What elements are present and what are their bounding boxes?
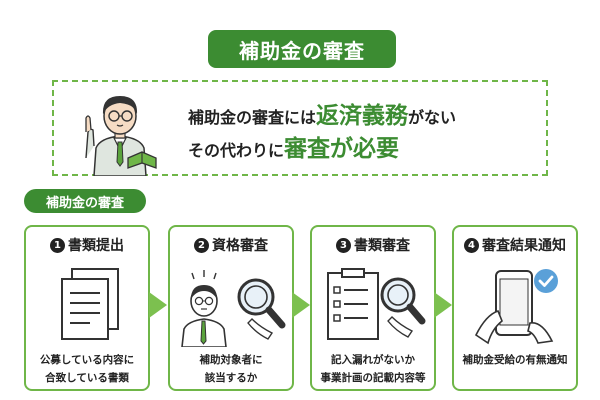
step-title-4: 4 審査結果通知	[454, 235, 576, 255]
step-title-3: 3 書類審査	[312, 235, 434, 255]
step-desc-1: 公募している内容に 合致している書類	[26, 351, 148, 387]
intro-line-2-pre: その代わりに	[188, 141, 285, 160]
intro-line-1-post: がない	[408, 108, 457, 127]
intro-highlight-review: 審査が必要	[284, 136, 400, 162]
intro-line-1-pre: 補助金の審査には	[188, 108, 317, 127]
step-desc-3: 記入漏れがないか 事業計画の記載内容等	[312, 351, 434, 387]
intro-line-1: 補助金の審査には 返済義務 がない	[188, 96, 538, 129]
step-desc-3-line-2: 事業計画の記載内容等	[320, 372, 426, 384]
step-desc-2-line-2: 該当するか	[204, 372, 258, 384]
step-title-text-1: 書類提出	[68, 238, 124, 254]
step-title-text-4: 審査結果通知	[482, 238, 566, 254]
smartphone-check-icon	[474, 269, 558, 345]
step-card-3: 3 書類審査 記入漏れがないか 事業計画の記載内容等	[310, 225, 436, 391]
arrow-right-icon	[434, 292, 452, 318]
step-card-4: 4 審査結果通知 補助金受給の有無通知	[452, 225, 578, 391]
step-title-text-3: 書類審査	[354, 238, 410, 254]
step-card-2: 2 資格審査 補助対象者に 該当するか	[168, 225, 294, 391]
step-number-1: 1	[50, 237, 65, 253]
intro-line-2: その代わりに 審査が必要	[188, 129, 538, 162]
intro-highlight-repayment: 返済義務	[316, 103, 409, 129]
step-desc-4-line-1: 補助金受給の有無通知	[462, 354, 568, 366]
reviewer-magnifier-icon	[181, 270, 286, 347]
step-desc-3-line-1: 記入漏れがないか	[331, 354, 415, 366]
step-title-text-2: 資格審査	[212, 238, 268, 254]
documents-icon	[61, 268, 119, 340]
page-title: 補助金の審査	[208, 30, 396, 68]
checklist-magnifier-icon	[327, 268, 426, 340]
intro-text: 補助金の審査には 返済義務 がない その代わりに 審査が必要	[188, 96, 538, 162]
step-number-2: 2	[194, 237, 209, 253]
step-desc-4: 補助金受給の有無通知	[454, 351, 576, 369]
teacher-icon	[85, 96, 157, 176]
step-desc-2: 補助対象者に 該当するか	[170, 351, 292, 387]
step-number-4: 4	[464, 237, 479, 253]
step-number-3: 3	[336, 237, 351, 253]
step-card-1: 1 書類提出 公募している内容に 合致している書類	[24, 225, 150, 391]
step-desc-1-line-2: 合致している書類	[45, 372, 129, 384]
step-desc-1-line-1: 公募している内容に	[39, 354, 135, 366]
step-title-2: 2 資格審査	[170, 235, 292, 255]
arrow-right-icon	[149, 292, 167, 318]
step-desc-2-line-1: 補助対象者に	[199, 354, 263, 366]
intro-box: 補助金の審査には 返済義務 がない その代わりに 審査が必要	[52, 80, 548, 176]
arrow-right-icon	[292, 292, 310, 318]
section-label: 補助金の審査	[24, 189, 146, 213]
step-title-1: 1 書類提出	[26, 235, 148, 255]
